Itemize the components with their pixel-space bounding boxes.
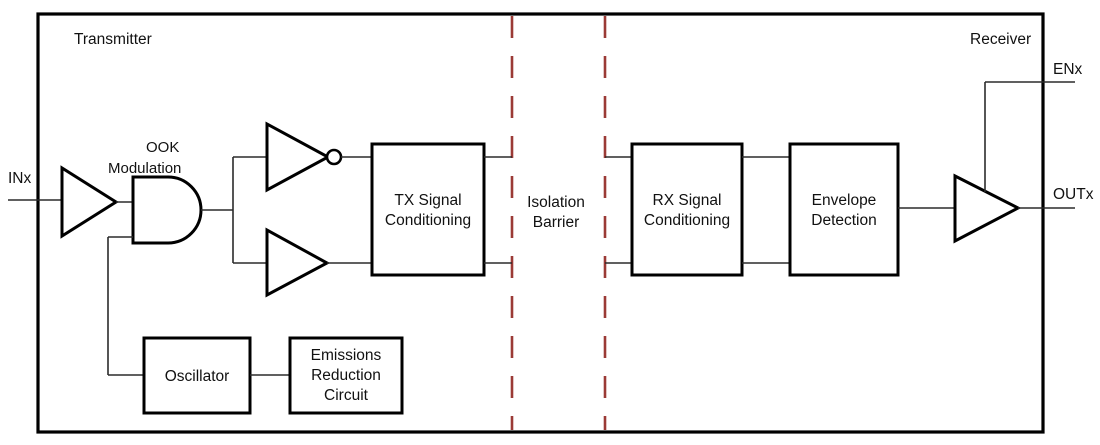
pin-label-enx: ENx [1053,61,1083,78]
block-emissions-reduction-label-line3: Circuit [324,387,369,404]
block-tx-signal-conditioning-label-line1: TX Signal [394,192,461,209]
inverter-bubble-icon [325,148,343,166]
block-tx-signal-conditioning [370,142,486,277]
top-inverter-icon [265,121,332,193]
pin-label-outx: OUTx [1053,186,1094,203]
ook-and-gate-icon [131,175,203,245]
section-label-transmitter: Transmitter [74,31,152,48]
block-envelope-detection-label-line2: Detection [811,212,876,229]
device-outline [36,12,1045,434]
block-rx-signal-conditioning [630,142,744,277]
block-rx-signal-conditioning-label-line1: RX Signal [653,192,722,209]
block-envelope-detection-label-line1: Envelope [812,192,877,209]
block-oscillator [142,336,252,415]
block-emissions-reduction-circuit [288,336,404,415]
block-emissions-reduction-label-line2: Reduction [311,367,381,384]
input-buffer-icon [60,165,119,239]
block-tx-signal-conditioning-label-line2: Conditioning [385,212,471,229]
output-buffer-icon [953,173,1022,244]
block-oscillator-label: Oscillator [165,368,230,385]
ook-modulation-caption-line1: OOK [146,139,179,156]
section-label-isolation-barrier-line1: Isolation [527,194,585,211]
pin-label-inx: INx [8,170,32,187]
section-label-receiver: Receiver [970,31,1031,48]
bottom-buffer-icon [265,227,331,298]
block-rx-signal-conditioning-label-line2: Conditioning [644,212,730,229]
section-label-isolation-barrier-line2: Barrier [533,214,580,231]
ook-modulation-caption-line2: Modulation [108,160,181,177]
block-emissions-reduction-label-line1: Emissions [311,347,382,364]
block-envelope-detection [788,142,900,277]
